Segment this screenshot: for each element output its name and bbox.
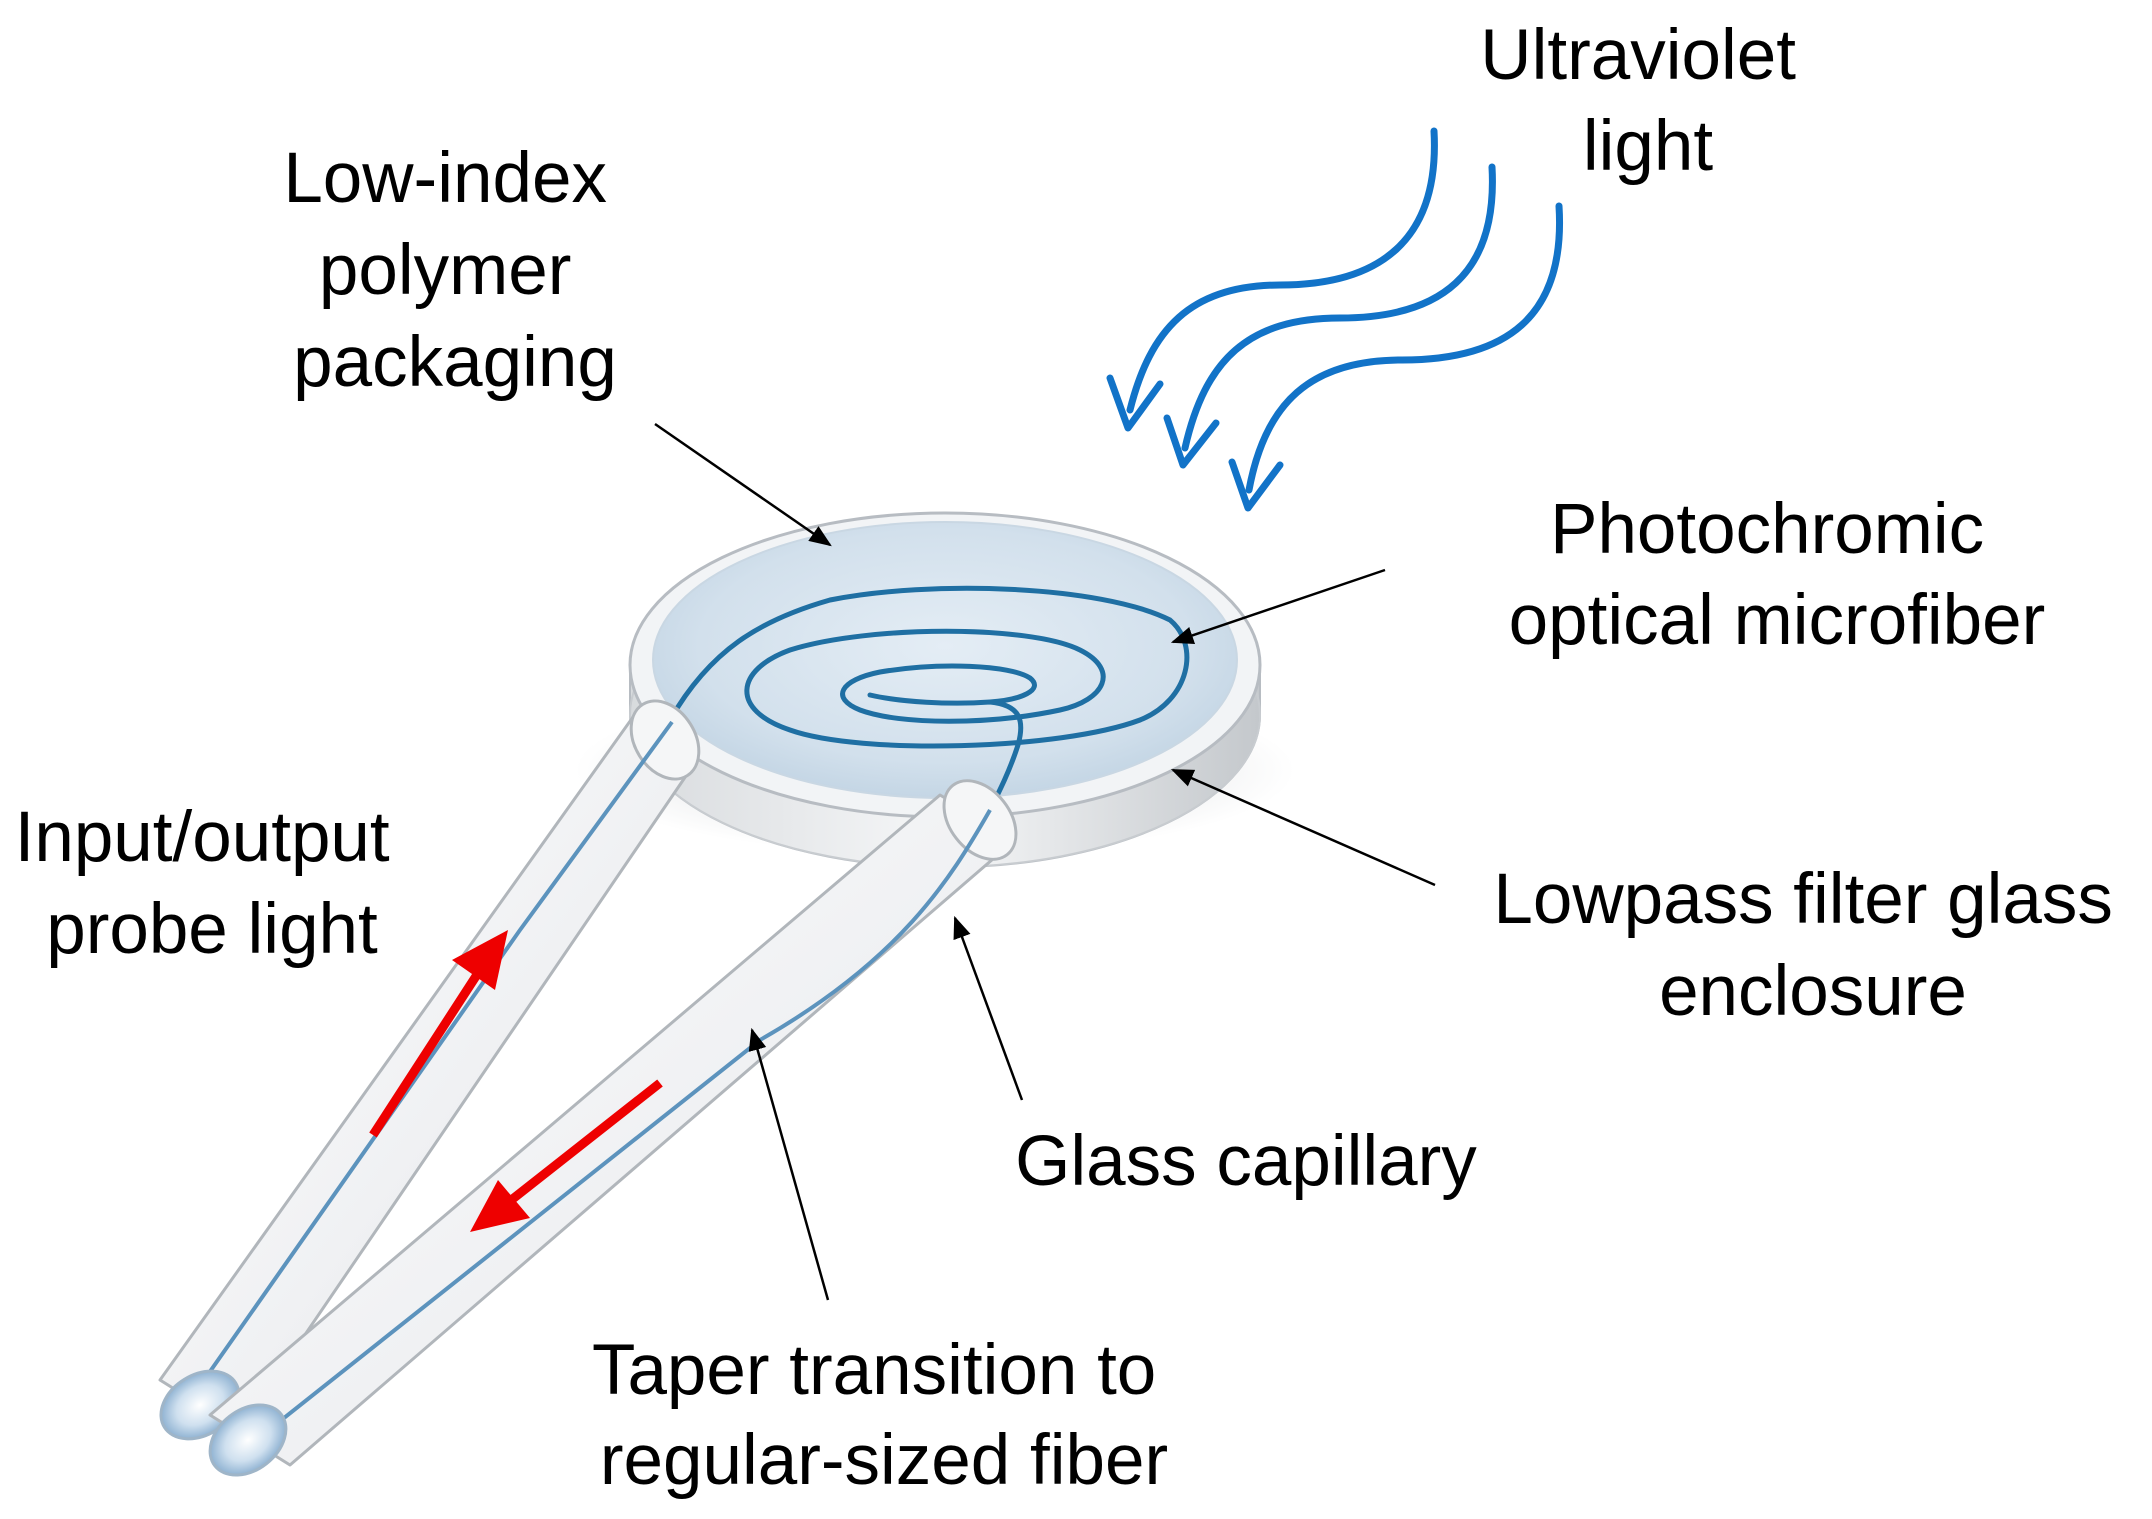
uv-arrow-3-head bbox=[1228, 458, 1284, 512]
label-capillary: Glass capillary bbox=[1015, 1122, 1477, 1201]
label-lowpass-line2: enclosure bbox=[1659, 952, 1967, 1031]
leader-lines bbox=[654, 422, 1436, 1301]
label-taper-line1: Taper transition to bbox=[592, 1331, 1156, 1410]
leader-capillary bbox=[953, 915, 1024, 1101]
probe-arrow-up bbox=[369, 967, 484, 1138]
label-polymer-line2: polymer bbox=[319, 231, 572, 310]
leader-lowpass bbox=[1170, 768, 1436, 887]
leader-microfiber bbox=[1170, 568, 1386, 645]
label-microfiber-line2: optical microfiber bbox=[1509, 581, 2046, 660]
label-io-light-line2: probe light bbox=[46, 890, 378, 969]
label-ultraviolet: Ultraviolet light bbox=[1480, 16, 1815, 186]
label-io-light-line1: Input/output bbox=[15, 798, 390, 877]
probe-arrows bbox=[369, 930, 663, 1232]
label-microfiber-line1: Photochromic bbox=[1550, 490, 1984, 569]
right-capillary-fiber bbox=[248, 809, 992, 1447]
label-ultraviolet-line1: Ultraviolet bbox=[1480, 16, 1796, 95]
uv-arrows bbox=[1106, 127, 1564, 512]
uv-arrow-1 bbox=[1126, 127, 1438, 414]
label-taper: Taper transition to regular-sized fiber bbox=[592, 1331, 1176, 1500]
leader-polymer bbox=[654, 422, 832, 547]
label-polymer-line1: Low-index bbox=[283, 139, 607, 218]
polymer-layer bbox=[652, 521, 1238, 799]
label-lowpass-line1: Lowpass filter glass bbox=[1493, 860, 2113, 939]
label-capillary-line1: Glass capillary bbox=[1015, 1122, 1477, 1201]
microfiber-spiral bbox=[667, 585, 1190, 813]
label-polymer-line3: packaging bbox=[293, 323, 617, 402]
probe-arrow-down bbox=[502, 1079, 663, 1209]
probe-arrow-up-head bbox=[452, 930, 508, 990]
left-capillary-top bbox=[629, 699, 701, 781]
label-microfiber: Photochromic optical microfiber bbox=[1509, 490, 2046, 660]
label-polymer: Low-index polymer packaging bbox=[283, 139, 626, 402]
uv-arrow-2 bbox=[1181, 163, 1496, 452]
label-taper-line2: regular-sized fiber bbox=[600, 1421, 1168, 1500]
uv-arrow-1-head bbox=[1106, 374, 1164, 432]
right-capillary bbox=[208, 779, 1018, 1477]
uv-arrow-3 bbox=[1245, 202, 1564, 494]
left-capillary-fiber bbox=[188, 720, 674, 1402]
uv-arrow-2-head bbox=[1163, 414, 1220, 469]
probe-arrow-down-head bbox=[470, 1180, 530, 1232]
leader-taper bbox=[748, 1027, 830, 1301]
right-capillary-end bbox=[208, 1403, 288, 1477]
label-io-light: Input/output probe light bbox=[15, 798, 410, 969]
label-lowpass: Lowpass filter glass enclosure bbox=[1493, 860, 2132, 1031]
right-capillary-top bbox=[942, 779, 1018, 861]
label-ultraviolet-line2: light bbox=[1583, 107, 1714, 186]
